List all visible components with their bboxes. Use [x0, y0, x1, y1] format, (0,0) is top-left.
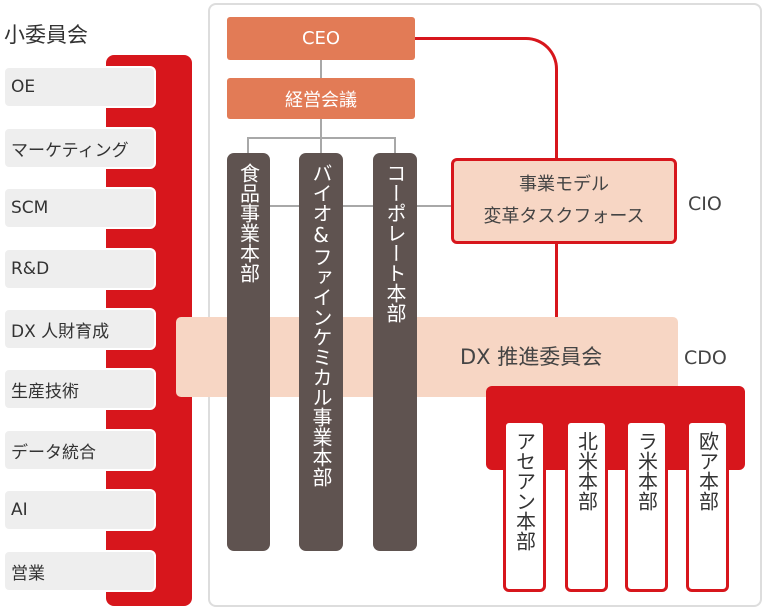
- connector-drop-bio: [320, 137, 322, 153]
- region-north-america: 北米本部: [565, 420, 608, 592]
- connector-to-taskforce: [260, 205, 453, 207]
- connector-drop-food: [247, 137, 249, 153]
- subcommittee-item-dx-hr: DX 人財育成: [3, 308, 156, 350]
- subcommittee-item-ai: AI: [3, 489, 156, 531]
- connector-ceo-meeting: [320, 60, 322, 78]
- subcommittee-item-rd: R&D: [3, 248, 156, 290]
- dx-committee-label: DX 推進委員会: [460, 345, 603, 369]
- division-food: 食品事業本部: [227, 153, 270, 551]
- task-force-line2: 変革タスクフォース: [483, 206, 645, 227]
- connector-meeting-down: [320, 119, 322, 139]
- management-meeting-box: 経営会議: [227, 78, 415, 119]
- division-food-label: 食品事業本部: [236, 163, 261, 283]
- ceo-box: CEO: [227, 17, 415, 60]
- subcommittee-title: 小委員会: [4, 23, 88, 47]
- division-bio-fine: バイオ&ファインケミカル事業本部: [299, 153, 343, 551]
- region-europe-africa-label: 欧ア本部: [695, 431, 720, 511]
- region-europe-africa: 欧ア本部: [686, 420, 729, 592]
- subcommittee-item-sales: 営業: [3, 550, 156, 592]
- subcommittee-item-marketing: マーケティング: [3, 127, 156, 169]
- division-corporate-label: コーポレート本部: [383, 163, 407, 323]
- cdo-label: CDO: [684, 347, 727, 369]
- task-force-box: 事業モデル 変革タスクフォース: [451, 158, 677, 244]
- region-asean-label: アセアン本部: [512, 431, 537, 551]
- region-north-america-label: 北米本部: [574, 431, 599, 511]
- subcommittee-item-data: データ統合: [3, 429, 156, 471]
- connector-drop-corp: [394, 137, 396, 153]
- subcommittee-item-oe: OE: [3, 66, 156, 108]
- region-asean: アセアン本部: [503, 420, 546, 592]
- task-force-line1: 事業モデル: [519, 174, 609, 195]
- subcommittee-item-scm: SCM: [3, 187, 156, 229]
- region-latin-america: ラ米本部: [625, 420, 668, 592]
- division-bio-fine-label: バイオ&ファインケミカル事業本部: [309, 163, 333, 487]
- cio-label: CIO: [688, 193, 722, 215]
- division-corporate: コーポレート本部: [373, 153, 417, 551]
- region-latin-america-label: ラ米本部: [634, 431, 659, 511]
- subcommittee-item-production: 生産技術: [3, 368, 156, 410]
